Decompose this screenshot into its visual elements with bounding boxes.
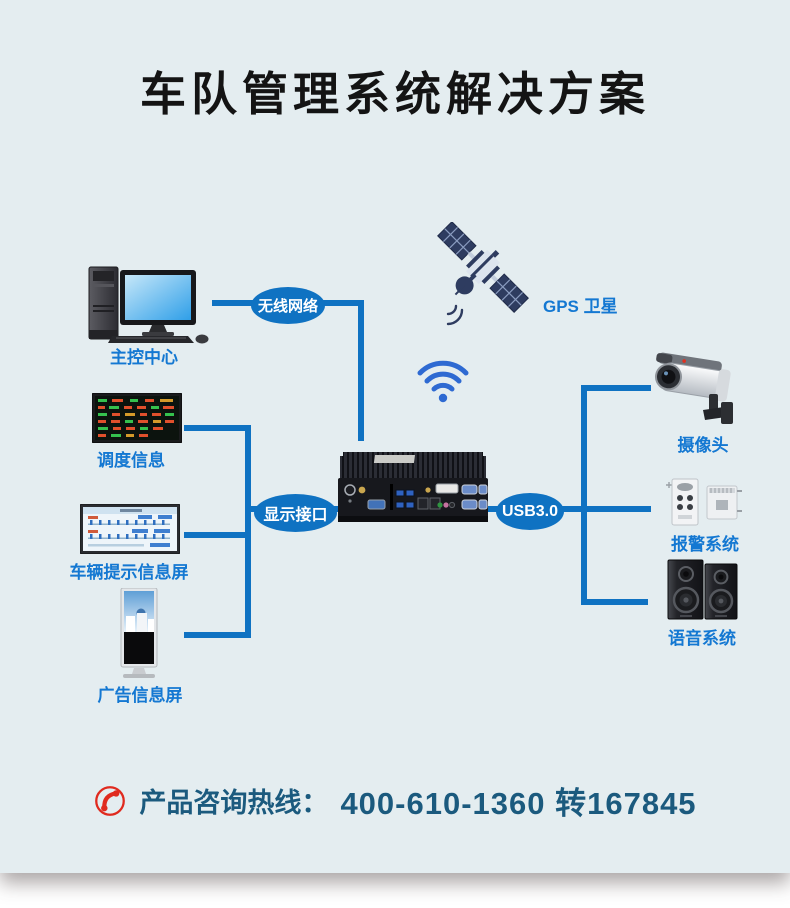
- line-wireless-down: [358, 300, 364, 441]
- alarm-device-icon: [666, 478, 742, 526]
- vehicle-info-screen-label: 车辆提示信息屏: [69, 563, 189, 582]
- lcd-screen-icon: [80, 504, 180, 554]
- wifi-icon: [417, 360, 469, 403]
- line-left-trunk: [245, 425, 251, 638]
- page-title: 车队管理系统解决方案: [140, 68, 650, 120]
- line-stub-ad-screen: [184, 632, 251, 638]
- hotline-number: 400-610-1360 转167845: [340, 786, 697, 821]
- audio-system-label: 语音系统: [668, 629, 736, 648]
- led-display-icon: [92, 393, 182, 443]
- industrial-pc-icon: [338, 452, 488, 522]
- control-center-label: 主控中心: [110, 348, 178, 367]
- gps-satellite-label: GPS 卫星: [543, 297, 618, 316]
- hotline-prefix: 产品咨询热线：: [139, 788, 329, 818]
- dispatch-info-label: 调度信息: [97, 451, 165, 470]
- camera-label: 摄像头: [677, 436, 729, 455]
- line-stub-camera: [581, 385, 651, 391]
- line-stub-vehicle-screen: [184, 532, 251, 538]
- line-stub-speakers: [581, 599, 648, 605]
- usb-badge: USB3.0: [496, 493, 564, 530]
- satellite-icon: [437, 222, 529, 326]
- line-stub-dispatch: [184, 425, 251, 431]
- line-right-trunk: [581, 385, 587, 605]
- display-interface-badge: 显示接口: [254, 494, 337, 532]
- desktop-computer-icon: [88, 266, 209, 344]
- cctv-camera-icon: [654, 352, 733, 424]
- diagram-panel: 车队管理系统解决方案 无线网络 显示接口 USB3.0: [0, 0, 790, 873]
- line-wireless-right: [318, 300, 364, 306]
- alarm-system-label: 报警系统: [671, 535, 739, 554]
- speakers-icon: [667, 559, 738, 620]
- phone-icon: [95, 785, 126, 816]
- hotline-row: 产品咨询热线： 400-610-1360 转167845: [0, 778, 790, 823]
- kiosk-icon: [120, 588, 158, 678]
- wireless-network-badge: 无线网络: [251, 287, 325, 324]
- ad-info-screen-label: 广告信息屏: [97, 686, 183, 705]
